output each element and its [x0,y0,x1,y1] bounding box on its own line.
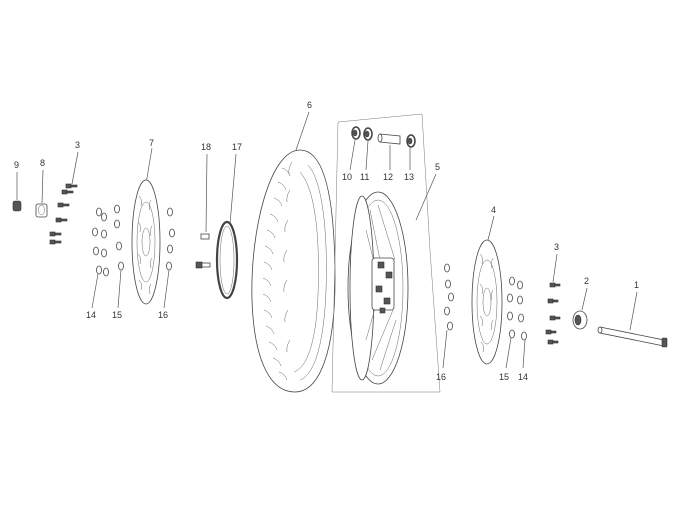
callout-11: 11 [360,172,369,182]
callout-14-right: 14 [518,372,528,382]
callout-4: 4 [491,205,496,215]
part-1-axle [597,291,668,348]
callout-15-left: 15 [112,310,122,320]
callout-7: 7 [149,138,154,148]
part-9-nut [12,172,22,212]
callout-12: 12 [383,172,393,182]
callout-10: 10 [342,172,352,182]
callout-3-left: 3 [75,140,80,150]
callout-8: 8 [40,158,45,168]
callout-13: 13 [404,172,414,182]
callout-3-right: 3 [554,242,559,252]
part-18-valve [195,153,211,269]
callout-5: 5 [435,162,440,172]
part-3-bolts-right [545,253,561,345]
part-8-spacer [35,169,48,218]
part-3-bolts-left [49,151,79,245]
callout-9: 9 [14,160,19,170]
callout-2: 2 [584,276,589,286]
callout-16-left: 16 [158,310,168,320]
part-6-tire [251,111,336,393]
part-14-15-16-fasteners-left [91,204,175,309]
part-2-collar [572,287,588,330]
callout-18: 18 [201,142,211,152]
part-7-brake-disc-left [131,147,161,305]
part-14-15-16-fasteners-right [442,263,527,369]
callout-14-left: 14 [86,310,96,320]
part-17-ring [215,153,239,300]
callout-labels: 9 8 3 7 14 15 16 18 17 6 10 11 12 13 5 4… [14,100,639,382]
callout-17: 17 [232,142,242,152]
callout-6: 6 [307,100,312,110]
callout-1: 1 [634,280,639,290]
callout-15-right: 15 [499,372,509,382]
part-4-brake-disc-right [471,215,503,365]
parts-10-13-bearings [349,126,416,171]
part-5-rim-assembly [331,113,441,393]
callout-16-right: 16 [436,372,446,382]
